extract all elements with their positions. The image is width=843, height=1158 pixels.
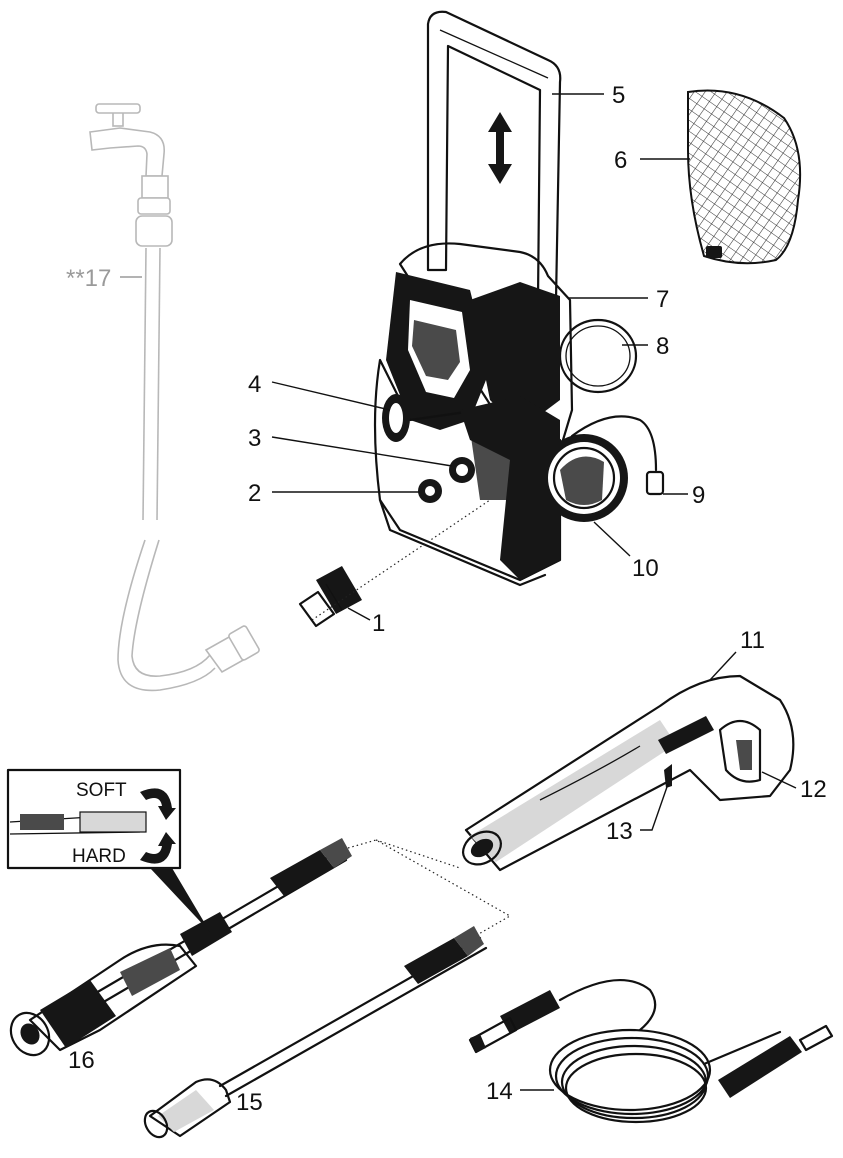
callout-14: 14: [486, 1078, 513, 1105]
leader-1: [347, 607, 371, 621]
rotate-arrow-down-icon: [140, 832, 176, 864]
pressure-setting-inset: SOFT HARD: [6, 768, 182, 870]
callout-4: 4: [248, 371, 261, 398]
callout-11: 11: [740, 627, 765, 654]
spray-gun: [462, 674, 795, 872]
vario-power-lance: [9, 838, 352, 1057]
pressure-washer-body: [373, 10, 665, 587]
callout-12: 12: [800, 776, 827, 803]
callout-9: 9: [692, 482, 705, 509]
inset-soft-label: SOFT: [76, 780, 127, 801]
garden-hose-with-tap: [89, 103, 260, 692]
callout-15: 15: [236, 1089, 263, 1116]
lance-connection-line: [347, 839, 512, 963]
callout-16: 16: [68, 1047, 95, 1074]
high-pressure-hose: [468, 979, 834, 1124]
callout-7: 7: [656, 286, 669, 313]
leader-13: [640, 783, 669, 831]
leader-12: [761, 771, 797, 789]
leader-11: [709, 651, 737, 681]
callout-10: 10: [632, 555, 659, 582]
callout-3: 3: [248, 425, 261, 452]
callout-8: 8: [656, 333, 669, 360]
callout-1: 1: [372, 610, 385, 637]
spray-lance: [143, 926, 488, 1139]
leader-3: [271, 436, 453, 467]
rotate-arrow-up-icon: [140, 788, 176, 820]
storage-bag: [687, 89, 802, 265]
callout-6: 6: [614, 147, 627, 174]
leader-10: [593, 521, 631, 557]
callout-13: 13: [606, 818, 633, 845]
leader-4: [271, 381, 391, 411]
hose-adapter: [298, 566, 362, 628]
callout-5: 5: [612, 82, 625, 109]
callout-2: 2: [248, 480, 261, 507]
inset-hard-label: HARD: [72, 846, 126, 867]
inset-pointer: [150, 868, 210, 932]
callout-17: **17: [66, 265, 111, 292]
